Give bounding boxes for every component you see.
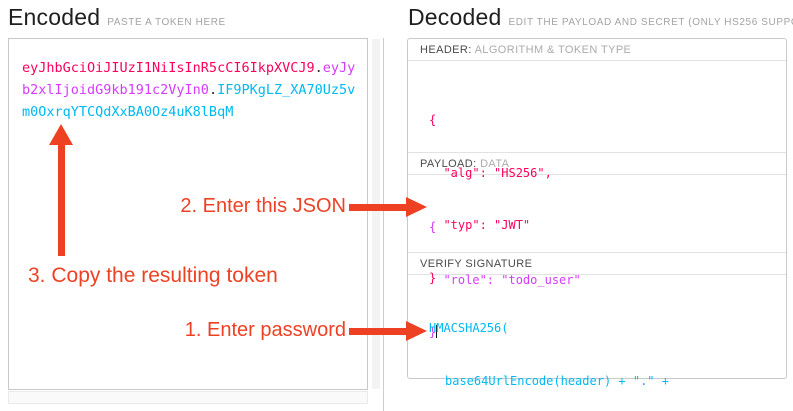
signature-code-line: base64UrlEncode(header) + "." + (445, 373, 669, 388)
token-payload-segment: eyJyb2xlIjoidG9kb191c2VyIn0 (22, 60, 356, 98)
column-divider (383, 38, 384, 411)
payload-label-strong: PAYLOAD: (420, 158, 477, 170)
verify-signature-body: HMACSHA256( base64UrlEncode(header) + ".… (408, 275, 786, 388)
payload-json-line: { (429, 220, 437, 234)
arrow-up-head (49, 124, 73, 145)
annotation-step3: 3. Copy the resulting token (28, 264, 278, 287)
token-signature-segment: IF9PKgLZ_XA70Uz5vm0OxrqYTCQdXxBA0Oz4uK8l… (22, 82, 356, 120)
header-label-rest: ALGORITHM & TOKEN TYPE (474, 44, 632, 56)
encoded-box-footer-bar (8, 391, 368, 404)
verify-label: VERIFY SIGNATURE (420, 258, 533, 270)
verify-signature-section-label: VERIFY SIGNATURE (408, 253, 786, 275)
token-dot: . (314, 60, 323, 76)
jwt-token-text[interactable]: eyJhbGciOiJIUzI1NiIsInR5cCI6IkpXVCJ9.eyJ… (22, 57, 358, 123)
encoded-token-textarea[interactable]: eyJhbGciOiJIUzI1NiIsInR5cCI6IkpXVCJ9.eyJ… (8, 38, 368, 390)
arrow-step2-shaft (349, 204, 407, 211)
payload-label-rest: DATA (480, 158, 510, 170)
header-json-line: "alg": "HS256", (429, 165, 552, 180)
header-label-strong: HEADER: (420, 44, 472, 56)
annotation-step2: 2. Enter this JSON (180, 195, 346, 217)
token-header-segment: eyJhbGciOiJIUzI1NiIsInR5cCI6IkpXVCJ9 (22, 60, 315, 76)
payload-json-line: } (429, 325, 438, 339)
text-cursor (436, 325, 438, 338)
arrow-step1-head (406, 321, 427, 341)
header-json-line: } (429, 270, 437, 285)
annotation-step1: 1. Enter password (184, 319, 346, 341)
left-scrollbar-track[interactable] (372, 39, 380, 389)
token-dot: . (208, 82, 218, 98)
header-json-editor[interactable]: { "alg": "HS256", "typ": "JWT" } (408, 61, 786, 285)
header-json-line: "typ": "JWT" (429, 218, 531, 232)
arrow-step1-shaft (349, 328, 407, 335)
signature-code-line: HMACSHA256( (429, 321, 509, 335)
decoded-panel: HEADER: ALGORITHM & TOKEN TYPE { "alg": … (407, 38, 787, 388)
arrow-step2-head (406, 197, 427, 217)
header-json-line: { (429, 113, 437, 127)
header-section-label: HEADER: ALGORITHM & TOKEN TYPE (408, 39, 786, 61)
arrow-up-shaft (58, 144, 65, 256)
payload-json-editor[interactable]: { "role": "todo_user" } (408, 175, 786, 339)
encoded-title: Encoded (8, 4, 101, 30)
payload-section-label: PAYLOAD: DATA (408, 153, 786, 175)
decoded-subtitle: EDIT THE PAYLOAD AND SECRET (ONLY HS256 … (508, 17, 793, 28)
decoded-title: Decoded (408, 4, 502, 30)
payload-json-line: "role": "todo_user" (429, 272, 581, 287)
encoded-subtitle: PASTE A TOKEN HERE (107, 17, 226, 28)
